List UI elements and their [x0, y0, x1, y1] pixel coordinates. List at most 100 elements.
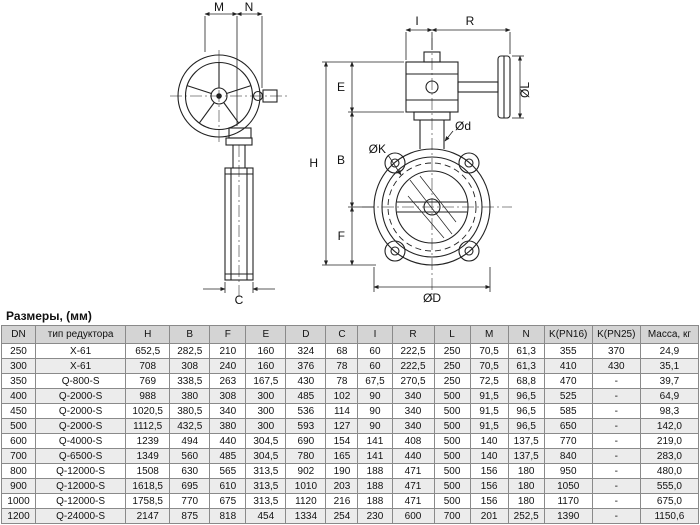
table-cell: 376: [285, 358, 327, 374]
table-cell: 900: [0, 478, 37, 494]
flange-lugs: [384, 152, 480, 262]
table-cell: 91,5: [469, 418, 509, 434]
table-cell: 1000: [0, 493, 37, 509]
table-cell: 70,5: [469, 343, 509, 359]
table-cell: 494: [169, 433, 211, 449]
table-cell: 800: [0, 463, 37, 479]
table-cell: -: [591, 463, 641, 479]
table-cell: 440: [391, 448, 435, 464]
table-cell: 216: [325, 493, 359, 509]
table-cell: 690: [285, 433, 327, 449]
table-cell: 160: [245, 358, 287, 374]
column-header: E: [245, 325, 287, 344]
table-cell: 708: [125, 358, 171, 374]
table-cell: 313,5: [245, 478, 287, 494]
table-cell: 90: [357, 418, 393, 434]
table-cell: 340: [391, 418, 435, 434]
table-cell: 190: [325, 463, 359, 479]
table-cell: 156: [469, 478, 509, 494]
table-cell: 188: [357, 478, 393, 494]
table-cell: 250: [433, 343, 471, 359]
column-header: R: [391, 325, 435, 344]
table-cell: Q-2000-S: [35, 403, 127, 419]
table-cell: 137,5: [507, 448, 545, 464]
table-cell: 141: [357, 433, 393, 449]
table-cell: 471: [391, 463, 435, 479]
table-cell: 430: [285, 373, 327, 389]
table-cell: 2147: [125, 508, 171, 524]
table-cell: -: [591, 388, 641, 404]
table-cell: 68,8: [507, 373, 545, 389]
table-cell: 1112,5: [125, 418, 171, 434]
dim-label-f: F: [338, 229, 345, 243]
table-cell: 154: [325, 433, 359, 449]
table-cell: 98,3: [639, 403, 700, 419]
table-cell: 1150,6: [639, 508, 700, 524]
table-cell: 188: [357, 463, 393, 479]
table-cell: 500: [433, 463, 471, 479]
table-cell: 400: [0, 388, 37, 404]
column-header: Масса, кг: [639, 325, 700, 344]
table-cell: 840: [543, 448, 593, 464]
table-cell: 565: [209, 463, 247, 479]
table-cell: 500: [433, 388, 471, 404]
table-cell: 950: [543, 463, 593, 479]
table-cell: 91,5: [469, 388, 509, 404]
table-cell: 304,5: [245, 448, 287, 464]
table-cell: 324: [285, 343, 327, 359]
table-cell: 1010: [285, 478, 327, 494]
table-cell: -: [591, 433, 641, 449]
table-cell: 350: [0, 373, 37, 389]
table-cell: 440: [209, 433, 247, 449]
table-cell: 770: [543, 433, 593, 449]
bolt-circle: [387, 162, 477, 252]
table-cell: 380,5: [169, 403, 211, 419]
table-cell: 300: [245, 388, 287, 404]
table-cell: 471: [391, 478, 435, 494]
table-cell: 700: [0, 448, 37, 464]
table-cell: 500: [0, 418, 37, 434]
worm-shaft: [252, 89, 278, 103]
side-view: [177, 54, 278, 281]
dim-label-i: I: [415, 14, 418, 28]
table-cell: 770: [169, 493, 211, 509]
dim-label-od-small: Ød: [455, 119, 471, 133]
table-cell: 219,0: [639, 433, 700, 449]
table-cell: 1170: [543, 493, 593, 509]
table-cell: 78: [325, 358, 359, 374]
table-cell: 68: [325, 343, 359, 359]
table-cell: 156: [469, 493, 509, 509]
table-cell: 1200: [0, 508, 37, 524]
drawing-area: M N C I R H E B F ØL ØK ØD Ød: [170, 0, 532, 307]
table-cell: 408: [391, 433, 435, 449]
table-cell: 560: [169, 448, 211, 464]
table-cell: 254: [325, 508, 359, 524]
table-cell: 650: [543, 418, 593, 434]
dimension-labels: M N C I R H E B F ØL ØK ØD Ød: [214, 0, 532, 307]
technical-drawing: M N C I R H E B F ØL ØK ØD Ød: [170, 0, 532, 307]
table-cell: 282,5: [169, 343, 211, 359]
table-cell: 180: [507, 493, 545, 509]
dim-label-r: R: [466, 14, 475, 28]
table-cell: 142,0: [639, 418, 700, 434]
table-cell: 338,5: [169, 373, 211, 389]
handwheel-front: [177, 54, 261, 138]
table-cell: 313,5: [245, 493, 287, 509]
table-cell: 1349: [125, 448, 171, 464]
table-cell: 283,0: [639, 448, 700, 464]
column-header: DN: [0, 325, 37, 344]
table-cell: Q-12000-S: [35, 463, 127, 479]
table-cell: -: [591, 493, 641, 509]
table-cell: 64,9: [639, 388, 700, 404]
table-cell: 72,5: [469, 373, 509, 389]
table-cell: Q-800-S: [35, 373, 127, 389]
table-cell: -: [591, 418, 641, 434]
column-header: C: [325, 325, 359, 344]
table-cell: 24,9: [639, 343, 700, 359]
